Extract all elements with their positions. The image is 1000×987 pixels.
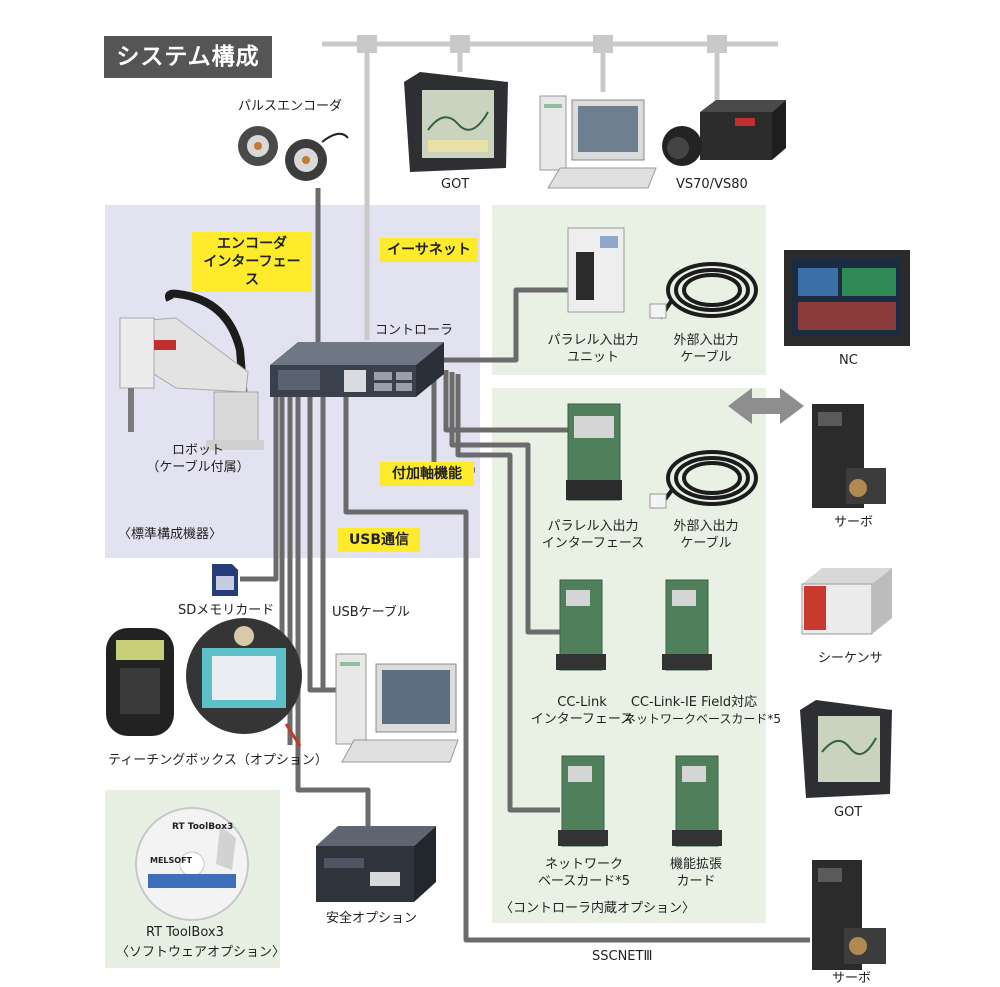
ethernet-hubs [357,35,727,53]
sd-card-label: SDメモリカード [178,603,275,618]
ext-io-cable-image [658,262,758,320]
double-arrow-icon [728,388,804,424]
vs-camera-image [662,100,786,166]
vs-label: VS70/VS80 [676,177,748,192]
servo-label: サーボ [834,515,874,530]
teaching-box-label: ティーチングボックス（オプション） [108,753,328,768]
cclink-ie-label-line-2: ネットワークベースカード*5 [624,712,782,726]
network-base-label-line-2: ベースカード*5 [537,874,631,889]
page-title: システム構成 [104,36,272,78]
function-ext-label-line-1: 機能拡張 [669,857,722,872]
robot-label: ロボット （ケーブル付属） [138,442,258,476]
function-ext-label: 機能拡張 カード [656,856,736,890]
servo-image-2 [812,860,886,970]
ext-io-cable-label-line-2: ケーブル [680,350,732,365]
ethernet-tag: イーサネット [380,238,478,262]
cclink-ie-label: CC-Link-IE Field対応 ネットワークベースカード*5 [624,694,782,728]
safety-option-label: 安全オプション [326,911,418,926]
builtin-option-label: 〈コントローラ内蔵オプション〉 [500,901,696,916]
sd-card-image [212,564,238,596]
controller-label: コントローラ [375,323,454,338]
servo-image [812,404,886,508]
ext-io-cable-image-2 [658,450,758,508]
disc-product-text: RT ToolBox3 [172,822,234,832]
cclink-card-image [556,579,606,671]
got-right-image [800,700,892,798]
teaching-box-image [106,618,302,747]
parallel-io-unit-label-line-1: パラレル入出力 [547,333,639,348]
got-top-image [404,72,508,172]
ext-io-cable-label-line-1: 外部入出力 [673,333,739,348]
sequencer-image [801,568,892,635]
usb-tag: USB通信 [338,528,420,552]
standard-equipment-label: 〈標準構成機器〉 [118,527,223,542]
pulse-encoder-image [238,126,349,181]
nc-monitor-image [784,250,910,346]
function-ext-label-line-2: カード [676,874,716,889]
parallel-io-unit-label-line-2: ユニット [566,350,619,365]
software-option-label: 〈ソフトウェアオプション〉 [116,945,286,960]
parallel-io-interface-label-line-1: パラレル入出力 [547,519,639,534]
cclink-ie-card-image [662,579,712,671]
network-base-label-line-1: ネットワーク [544,857,623,872]
parallel-io-interface-label-line-2: インターフェース [541,536,645,551]
usb-cable-label: USBケーブル [332,605,410,620]
parallel-io-interface-label: パラレル入出力 インターフェース [530,518,656,552]
got-right-label: GOT [834,805,863,820]
nc-label: NC [839,353,858,368]
network-base-label: ネットワーク ベースカード*5 [534,856,634,890]
cclink-label-line-1: CC-Link [557,695,607,710]
robot-label-line-2: （ケーブル付属） [146,460,250,475]
cables [240,188,810,943]
encoder-interface-tag: エンコーダ インターフェース [192,232,312,292]
parallel-io-unit-image [567,227,625,313]
sequencer-label: シーケンサ [818,651,883,666]
rt-toolbox-label: RT ToolBox3 [146,925,224,940]
pulse-encoder-label: パルスエンコーダ [238,99,343,114]
rt-toolbox-disc-image [135,807,249,921]
function-ext-card-image [672,755,722,847]
robot-label-line-1: ロボット [171,443,224,458]
ext-io-cable-label-2-line-2: ケーブル [680,536,732,551]
got-top-label: GOT [441,177,470,192]
encoder-interface-tag-line-1: エンコーダ [217,236,287,252]
ext-io-cable-label: 外部入出力 ケーブル [656,332,756,366]
parallel-io-unit-label: パラレル入出力 ユニット [538,332,648,366]
pc-top-image [539,95,657,189]
cclink-label-line-2: インターフェース [530,712,634,727]
additional-axis-tag: 付加軸機能 [380,462,474,486]
cclink-label: CC-Link インターフェース [530,694,634,728]
disc-brand-text: MELSOFT [150,856,193,865]
ext-io-cable-label-2: 外部入出力 ケーブル [656,518,756,552]
ext-io-cable-label-2-line-1: 外部入出力 [673,519,739,534]
servo-label-2: サーボ [832,971,872,986]
network-base-card-image [558,755,608,847]
controller-unit [270,342,444,397]
sscnet-label: SSCNETⅢ [592,949,653,964]
pc-usb-image [335,653,459,763]
robot-image [119,289,264,450]
safety-option-image [316,826,436,902]
cclink-ie-label-line-1: CC-Link-IE Field対応 [630,695,758,710]
encoder-interface-tag-line-2: インターフェース [203,254,301,288]
parallel-io-interface-image [566,403,622,501]
